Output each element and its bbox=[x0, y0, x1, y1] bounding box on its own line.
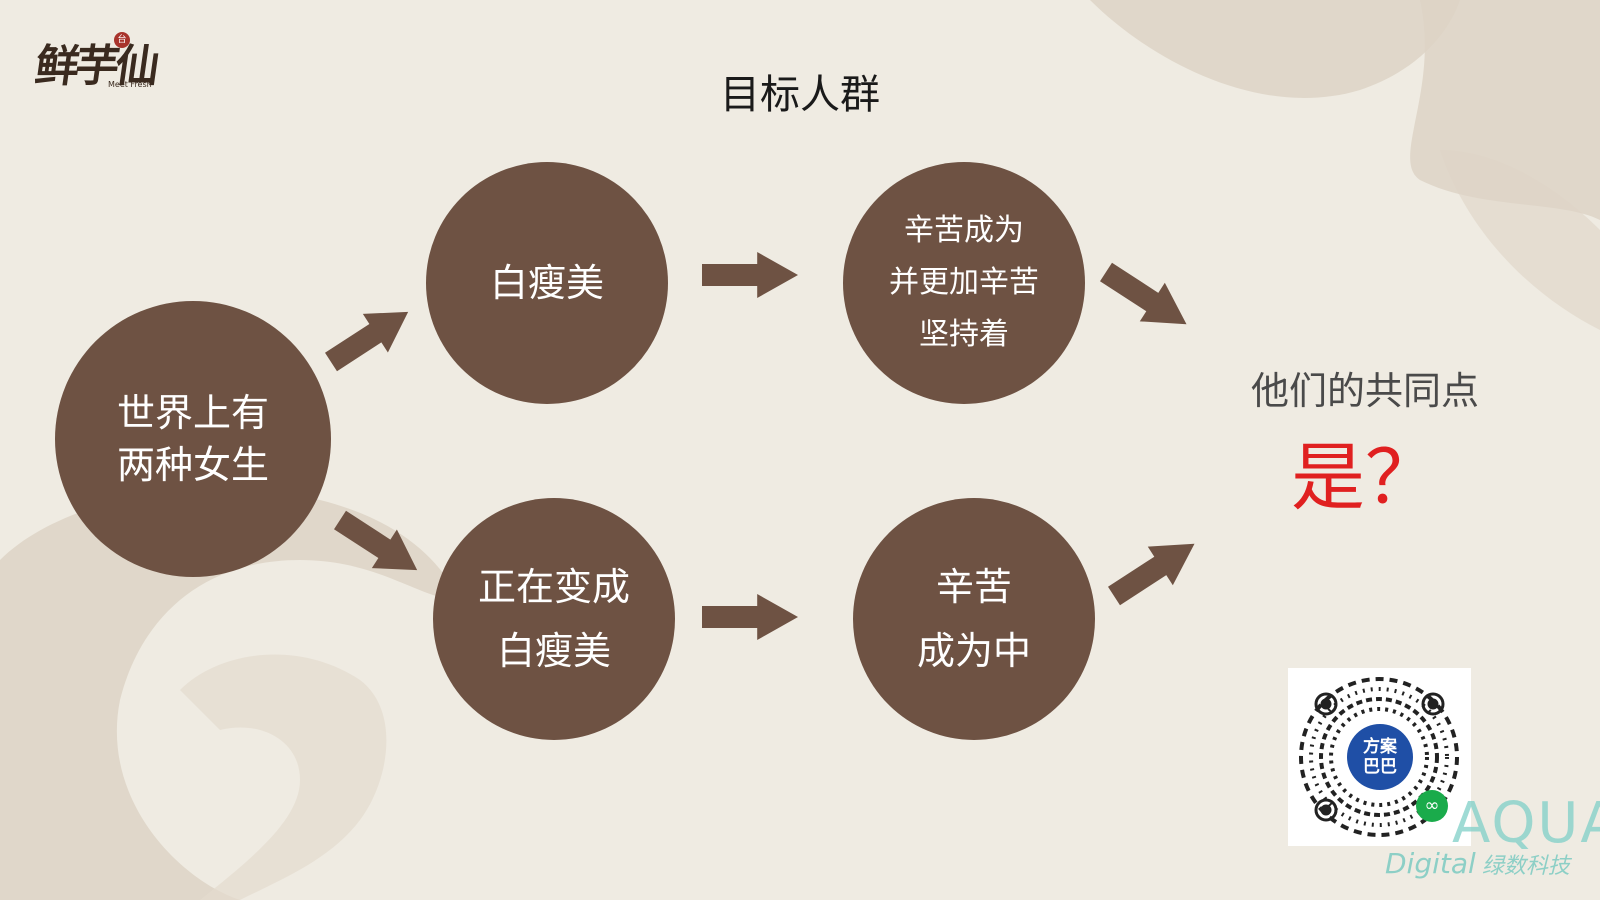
node-bottom-left: 正在变成 白瘦美 bbox=[433, 498, 675, 740]
logo-subtitle: Meet Fresh bbox=[108, 80, 152, 89]
node-start-line-1: 世界上有 bbox=[116, 391, 269, 435]
qr-pattern bbox=[1299, 677, 1459, 837]
arrow-top-left-to-top-right bbox=[702, 252, 798, 298]
slide-title: 目标人群 bbox=[720, 72, 880, 118]
arrow-start-to-bottom bbox=[327, 500, 430, 590]
node-top-right-line-2: 并更加辛苦 bbox=[889, 265, 1039, 300]
brand-logo: 鲜芋仙 台 Meet Fresh bbox=[32, 30, 166, 105]
node-start: 世界上有 两种女生 bbox=[55, 301, 331, 577]
arrow-bottom-left-to-bottom-right bbox=[702, 594, 798, 640]
node-bottom-right: 辛苦 成为中 bbox=[853, 498, 1095, 740]
qr-code[interactable]: 方案 巴巴 ∞ bbox=[1288, 668, 1471, 846]
logo-seal: 台 bbox=[114, 32, 130, 48]
common-point-label: 他们的共同点 bbox=[1250, 369, 1479, 413]
node-start-line-2: 两种女生 bbox=[116, 443, 269, 487]
watermark-cn: 绿数科技 bbox=[1481, 854, 1570, 879]
node-top-right-line-3: 坚持着 bbox=[919, 317, 1009, 352]
answer-label: 是？ bbox=[1291, 435, 1439, 521]
node-bottom-left-line-1: 正在变成 bbox=[477, 565, 630, 609]
qr-center-logo: 方案 巴巴 bbox=[1347, 724, 1413, 790]
watermark-brand: AQUA bbox=[1452, 791, 1600, 856]
node-bottom-right-line-2: 成为中 bbox=[916, 629, 1031, 673]
node-top-right: 辛苦成为 并更加辛苦 坚持着 bbox=[843, 162, 1085, 404]
arrow-top-right-to-result bbox=[1093, 252, 1200, 344]
node-bottom-left-line-2: 白瘦美 bbox=[496, 629, 611, 673]
arrow-bottom-right-to-result bbox=[1101, 524, 1208, 616]
node-top-left: 白瘦美 bbox=[426, 162, 668, 404]
node-top-right-line-1: 辛苦成为 bbox=[904, 213, 1024, 248]
watermark-digital: Digital bbox=[1385, 847, 1476, 880]
node-bottom-right-line-1: 辛苦 bbox=[935, 565, 1012, 609]
node-top-left-line-1: 白瘦美 bbox=[489, 261, 604, 305]
mini-program-icon: ∞ bbox=[1416, 790, 1448, 822]
qr-center-line-2: 巴巴 bbox=[1363, 757, 1397, 777]
qr-center-line-1: 方案 bbox=[1363, 737, 1397, 757]
arrow-start-to-top bbox=[318, 292, 421, 382]
